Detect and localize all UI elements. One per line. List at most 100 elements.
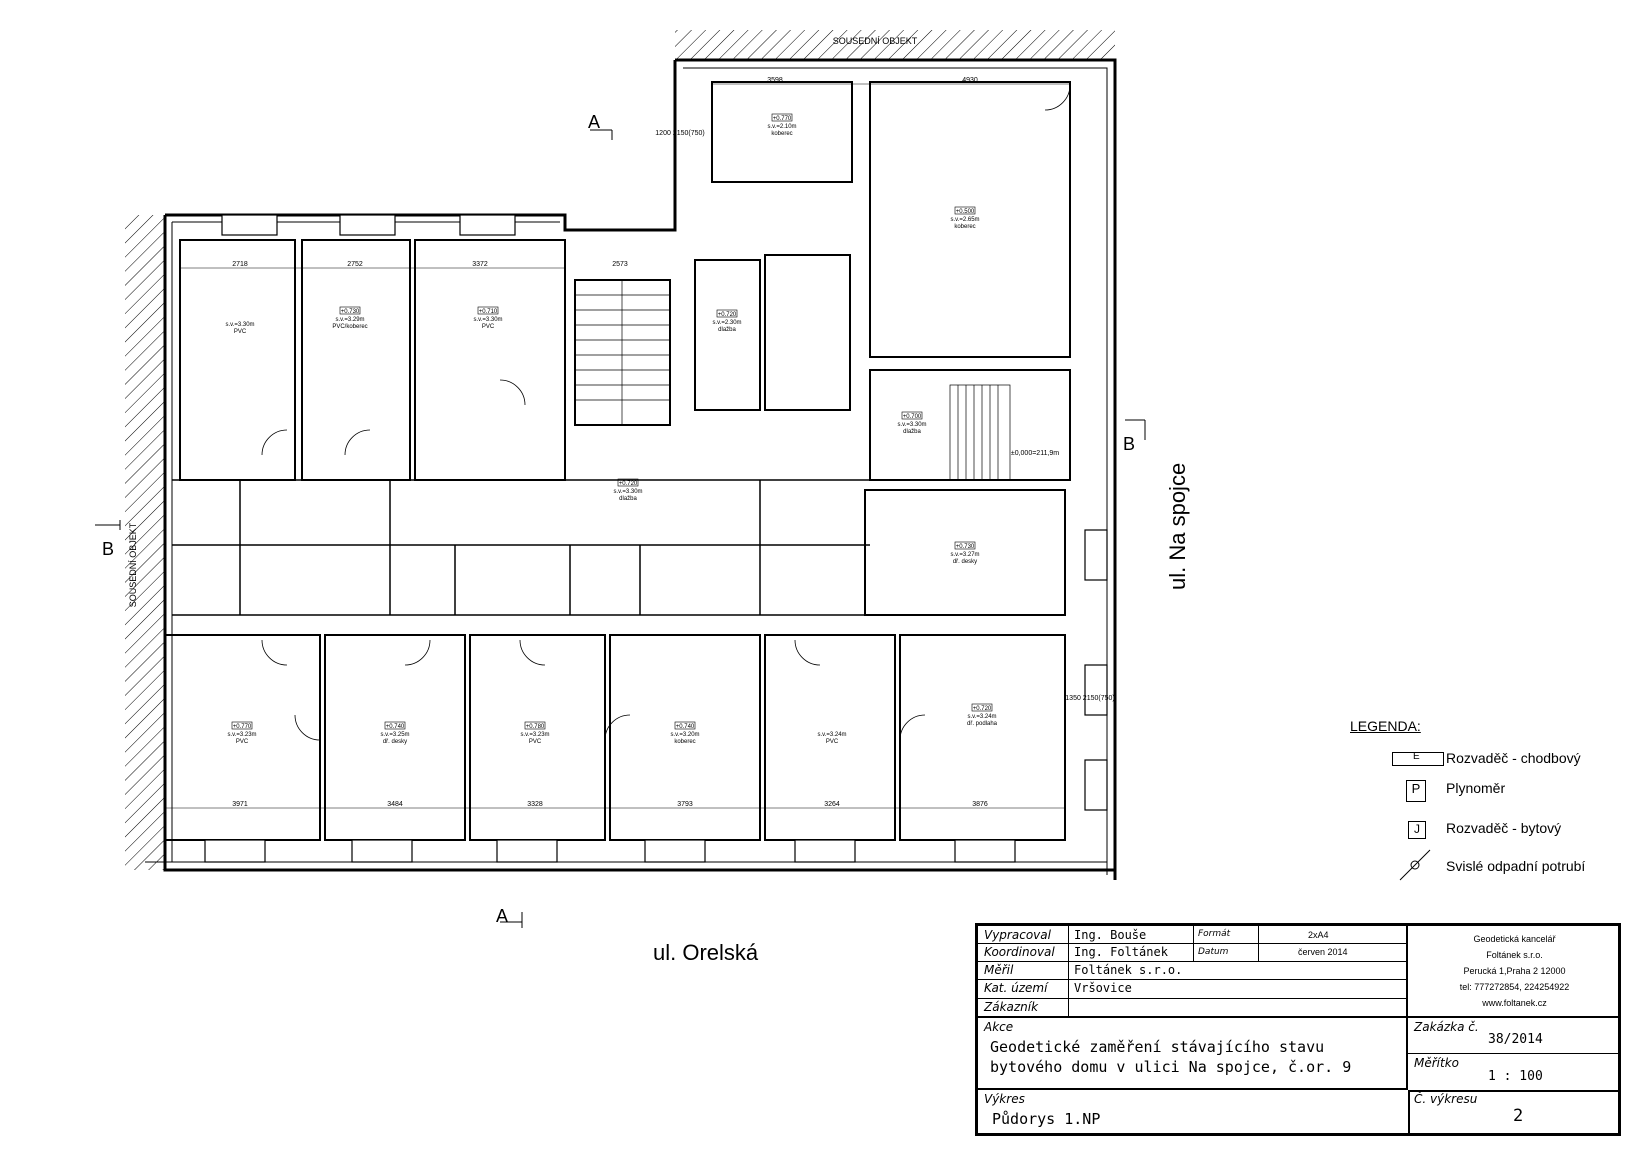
svg-text:s.v.=3.23m: s.v.=3.23m — [520, 732, 549, 738]
zakazka-value: 38/2014 — [1488, 1032, 1543, 1047]
vypracoval-value: Ing. Bouše — [1074, 928, 1147, 942]
svg-text:+0.720: +0.720 — [973, 706, 992, 712]
window-label: 1200 2150(750) — [655, 130, 704, 137]
company-line: Geodetická kancelář — [1473, 934, 1556, 944]
room-label: +0.720 s.v.=3.24m dř. podlaha — [967, 703, 998, 727]
room-label: +0.730 s.v.=3.27m dř. desky — [950, 541, 980, 565]
svg-text:PVC: PVC — [236, 739, 249, 745]
dim-top: 3598 — [767, 77, 783, 84]
svg-text:+0.720: +0.720 — [619, 481, 638, 487]
format-value: 2xA4 — [1308, 930, 1329, 940]
room-label: +0.700 s.v.=3.30m dlažba — [897, 411, 927, 435]
svg-text:+0.770: +0.770 — [773, 116, 792, 122]
cislo-vykresu-value: 2 — [1513, 1106, 1524, 1126]
outer-walls — [163, 58, 1117, 880]
svg-text:s.v.=3.24m: s.v.=3.24m — [817, 732, 846, 738]
stair-entrance — [949, 384, 1011, 481]
koordinoval-label: Koordinoval — [984, 945, 1055, 959]
room-label: s.v.=3.30m PVC — [225, 322, 254, 335]
dim-bottom: 3328 — [527, 801, 543, 808]
dim-bottom: 3264 — [824, 801, 840, 808]
svg-text:koberec: koberec — [771, 131, 792, 137]
room-label: +0.770 s.v.=2.10m koberec — [767, 113, 797, 137]
room-label: +0.500 s.v.=2.65m koberec — [950, 206, 980, 230]
gas-meter-icon: P — [1406, 780, 1426, 802]
kat-uzemi-label: Kat. území — [984, 981, 1048, 995]
dim-top: 2573 — [612, 261, 628, 268]
section-markers — [95, 129, 1146, 928]
svg-text:+0.730: +0.730 — [956, 544, 975, 550]
section-b-right: B — [1123, 434, 1135, 454]
svg-text:koberec: koberec — [954, 224, 975, 230]
neighbor-left-label: SOUSEDNÍ OBJEKT — [128, 522, 138, 607]
svg-text:s.v.=3.23m: s.v.=3.23m — [227, 732, 256, 738]
vykres-value: Půdorys 1.NP — [992, 1110, 1101, 1128]
akce-line1: Geodetické zaměření stávajícího stavu — [990, 1038, 1325, 1056]
akce-label: Akce — [984, 1020, 1014, 1034]
svg-text:dř. desky: dř. desky — [953, 559, 977, 565]
neighbor-hatch-top — [675, 30, 1115, 60]
room-label: +0.780 s.v.=3.23m PVC — [520, 721, 550, 745]
svg-text:dlažba: dlažba — [718, 327, 736, 333]
section-a-bottom: A — [496, 906, 508, 926]
cislo-vykresu-label: Č. výkresu — [1414, 1092, 1478, 1106]
electrical-panel-corridor-icon: E — [1392, 751, 1444, 766]
street-orelska: ul. Orelská — [653, 940, 759, 965]
room-label: +0.740 s.v.=3.25m dř. desky — [380, 721, 410, 745]
akce-line2: bytového domu v ulici Na spojce, č.or. 9 — [990, 1058, 1352, 1076]
legend-item-label: Svislé odpadní potrubí — [1446, 858, 1586, 874]
legend-item-label: Rozvaděč - bytový — [1446, 820, 1562, 836]
dim-top: 2718 — [232, 261, 248, 268]
dim-bottom: 3876 — [972, 801, 988, 808]
svg-text:s.v.=3.30m: s.v.=3.30m — [225, 322, 254, 328]
svg-text:s.v.=3.30m: s.v.=3.30m — [897, 422, 926, 428]
format-label: Formát — [1198, 929, 1231, 939]
company-line: Perucká 1,Praha 2 12000 — [1463, 966, 1566, 976]
room-label: +0.720 s.v.=2.30m dlažba — [712, 309, 742, 333]
room-label: s.v.=3.24m PVC — [817, 732, 846, 745]
legend-item-label: Rozvaděč - chodbový — [1446, 750, 1581, 766]
dimensions: 2718 2752 3372 2573 3598 4930 3971 3484 … — [165, 77, 1115, 809]
room-label: +0.730 s.v.=3.29m PVC/koberec — [332, 306, 368, 330]
entrance-elevation: ±0,000=211,9m — [1011, 450, 1059, 457]
title-block: Vypracoval Ing. Bouše Formát 2xA4 Koordi… — [975, 923, 1621, 1136]
svg-text:+0.730: +0.730 — [341, 309, 360, 315]
company-line: Foltánek s.r.o. — [1486, 950, 1543, 960]
room-label: +0.740 s.v.=3.20m koberec — [670, 721, 700, 745]
svg-text:+0.770: +0.770 — [233, 724, 252, 730]
zakaznik-label: Zákazník — [984, 1000, 1039, 1014]
meritko-label: Měřítko — [1414, 1056, 1459, 1070]
dim-bottom: 3971 — [232, 801, 248, 808]
zakazka-label: Zakázka č. — [1414, 1020, 1479, 1034]
vertical-waste-pipe-icon — [1399, 849, 1431, 881]
svg-text:+0.500: +0.500 — [956, 209, 975, 215]
dim-bottom: 3793 — [677, 801, 693, 808]
vykres-label: Výkres — [984, 1092, 1025, 1106]
svg-text:PVC: PVC — [234, 329, 247, 335]
svg-text:s.v.=3.30m: s.v.=3.30m — [613, 489, 642, 495]
meril-value: Foltánek s.r.o. — [1074, 963, 1183, 977]
dim-top: 2752 — [347, 261, 363, 268]
dim-top: 3372 — [472, 261, 488, 268]
room-labels: +0.770 s.v.=2.10m koberec +0.500 s.v.=2.… — [225, 113, 998, 745]
svg-text:s.v.=3.20m: s.v.=3.20m — [670, 732, 699, 738]
room-label: +0.710 s.v.=3.30m PVC — [473, 306, 503, 330]
svg-text:+0.740: +0.740 — [676, 724, 695, 730]
svg-text:s.v.=3.29m: s.v.=3.29m — [335, 317, 364, 323]
svg-text:PVC: PVC — [529, 739, 542, 745]
svg-text:s.v.=3.24m: s.v.=3.24m — [967, 714, 996, 720]
datum-value: červen 2014 — [1298, 947, 1348, 957]
windows — [204, 214, 1108, 863]
corridor-walls — [172, 479, 870, 616]
street-na-spojce: ul. Na spojce — [1165, 463, 1190, 590]
svg-text:s.v.=2.65m: s.v.=2.65m — [950, 217, 979, 223]
svg-text:dř. podlaha: dř. podlaha — [967, 721, 998, 727]
legend-title: LEGENDA: — [1350, 718, 1421, 734]
svg-text:PVC: PVC — [482, 324, 495, 330]
legend: LEGENDA: E Rozvaděč - chodbový P Plynomě… — [1350, 718, 1610, 888]
svg-text:s.v.=2.10m: s.v.=2.10m — [767, 124, 796, 130]
svg-text:+0.710: +0.710 — [479, 309, 498, 315]
meritko-value: 1 : 100 — [1488, 1069, 1543, 1084]
svg-text:PVC/koberec: PVC/koberec — [332, 324, 367, 330]
